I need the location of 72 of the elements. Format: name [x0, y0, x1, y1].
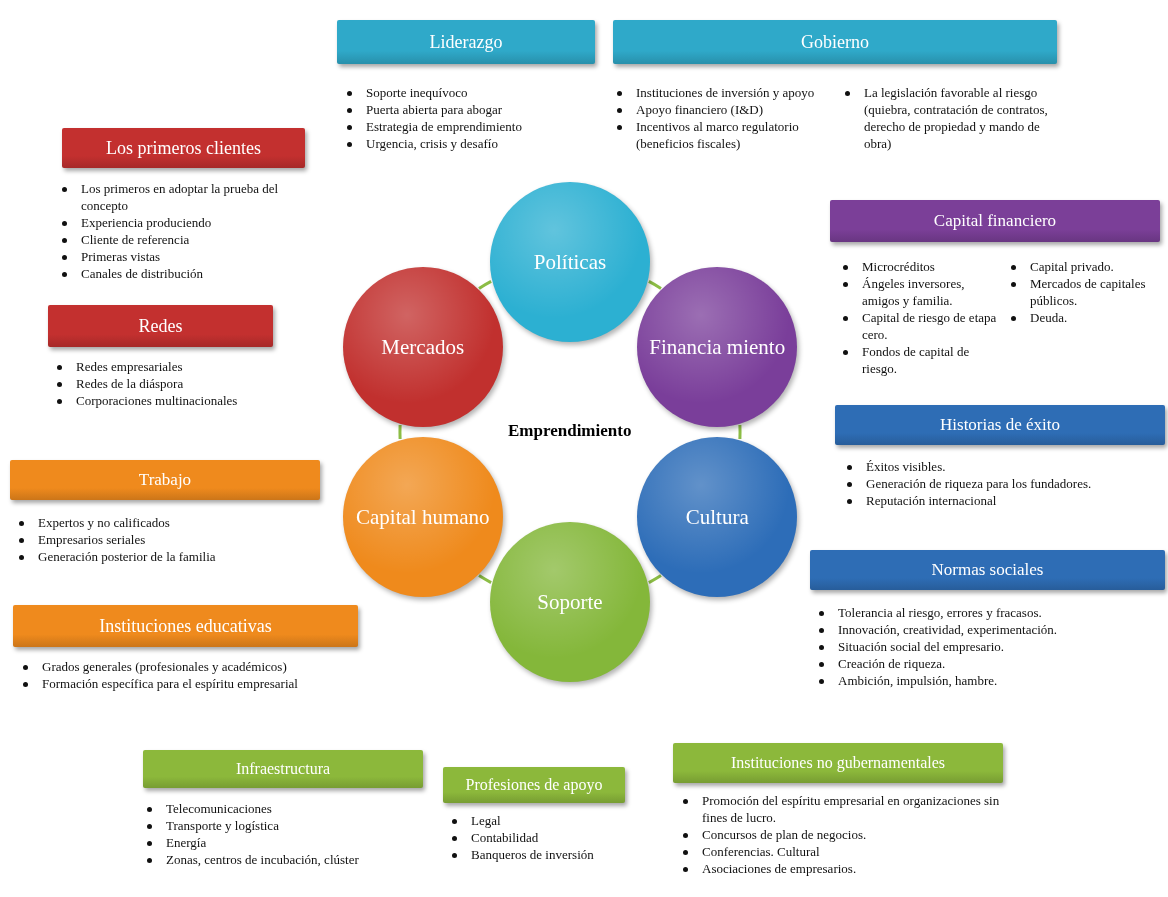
- bullet-text: Microcréditos: [862, 259, 935, 274]
- bullet-text: Situación social del empresario.: [838, 639, 1005, 654]
- ring-connector: [478, 574, 492, 584]
- bullet-text: Innovación, creatividad, experimentación.: [838, 622, 1058, 637]
- bullet-text: Canales de distribución: [81, 266, 204, 281]
- bullet-text: Instituciones de inversión y apoyo: [636, 85, 815, 100]
- bullet-text: Reputación internacional: [866, 493, 997, 508]
- bullet-text: Experiencia produciendo: [81, 215, 212, 230]
- ring-connector: [648, 574, 662, 584]
- heading-bar: Historias de éxito: [835, 405, 1165, 445]
- bullet-text: Ambición, impulsión, hambre.: [838, 673, 998, 688]
- bullet-text: Puerta abierta para abogar: [366, 102, 503, 117]
- bullet-text: Telecomunicaciones: [166, 801, 272, 816]
- bullet-text: Mercados de capitales públicos.: [1030, 276, 1146, 308]
- bullet-text: Promoción del espíritu empresarial en organizaciones sin fines de lucro.: [702, 793, 1000, 825]
- bullet-text: Tolerancia al riesgo, errores y fracasos.: [838, 605, 1042, 620]
- bullet-text: Zonas, centros de incubación, clúster: [166, 852, 359, 867]
- bullet-text: Soporte inequívoco: [366, 85, 468, 100]
- ring-connector: [738, 424, 742, 440]
- ring-connector: [478, 280, 492, 290]
- bullet-text: Transporte y logística: [166, 818, 279, 833]
- category-circle: Soporte: [490, 522, 650, 682]
- bullet-text: Apoyo financiero (I&D): [636, 102, 764, 117]
- bullet-text: Legal: [471, 813, 501, 828]
- bullet-text: Éxitos visibles.: [866, 459, 946, 474]
- bullet-text: Generación posterior de la familia: [38, 549, 216, 564]
- heading-bar: Los primeros clientes: [62, 128, 305, 168]
- bullet-text: Estrategia de emprendimiento: [366, 119, 522, 134]
- category-circle: Financia miento: [637, 267, 798, 427]
- bullet-text: Cliente de referencia: [81, 232, 190, 247]
- bullet-text: Deuda.: [1030, 310, 1068, 325]
- heading-bar: Instituciones educativas: [13, 605, 358, 647]
- bullet-text: Energía: [166, 835, 207, 850]
- heading-bar: Instituciones no gubernamentales: [673, 743, 1003, 783]
- heading-bar: Infraestructura: [143, 750, 423, 788]
- bullet-text: Ángeles inversores, amigos y familia.: [862, 276, 965, 308]
- bullet-text: Banqueros de inversión: [471, 847, 594, 862]
- heading-bar: Gobierno: [613, 20, 1057, 64]
- bullet-text: Redes de la diáspora: [76, 376, 184, 391]
- bullet-text: Empresarios seriales: [38, 532, 146, 547]
- bullet-text: La legislación favorable al riesgo (quiebra, contratación de contratos, derecho de propiedad y mando de obra): [864, 85, 1048, 151]
- ring-connector: [398, 424, 402, 440]
- bullet-text: Primeras vistas: [81, 249, 161, 264]
- heading-bar: Capital financiero: [830, 200, 1160, 242]
- bullet-text: Corporaciones multinacionales: [76, 393, 238, 408]
- bullet-text: Creación de riqueza.: [838, 656, 946, 671]
- heading-bar: Profesiones de apoyo: [443, 767, 625, 803]
- heading-bar: Liderazgo: [337, 20, 595, 64]
- heading-bar: Redes: [48, 305, 273, 347]
- ring-connector: [648, 280, 662, 290]
- category-circle: Políticas: [490, 182, 650, 342]
- bullet-text: Generación de riqueza para los fundadores.: [866, 476, 1092, 491]
- center-label: Emprendimiento: [508, 421, 632, 441]
- bullet-text: Capital de riesgo de etapa cero.: [862, 310, 997, 342]
- bullet-text: Incentivos al marco regulatorio (beneficios fiscales): [636, 119, 799, 151]
- bullet-text: Asociaciones de empresarios.: [702, 861, 857, 876]
- category-circle: Mercados: [342, 267, 503, 427]
- bullet-text: Grados generales (profesionales y académicos): [42, 659, 287, 674]
- bullet-text: Capital privado.: [1030, 259, 1114, 274]
- heading-bar: Trabajo: [10, 460, 320, 500]
- bullet-text: Conferencias. Cultural: [702, 844, 820, 859]
- bullet-text: Formación específica para el espíritu empresarial: [42, 676, 298, 691]
- bullet-text: Los primeros en adoptar la prueba del concepto: [81, 181, 279, 213]
- bullet-text: Urgencia, crisis y desafío: [366, 136, 498, 151]
- heading-bar: Normas sociales: [810, 550, 1165, 590]
- category-circle: Cultura: [637, 437, 798, 597]
- category-circle: Capital humano: [342, 437, 503, 597]
- bullet-text: Fondos de capital de riesgo.: [862, 344, 970, 376]
- bullet-text: Concursos de plan de negocios.: [702, 827, 867, 842]
- bullet-text: Redes empresariales: [76, 359, 183, 374]
- bullet-text: Contabilidad: [471, 830, 539, 845]
- bullet-text: Expertos y no calificados: [38, 515, 170, 530]
